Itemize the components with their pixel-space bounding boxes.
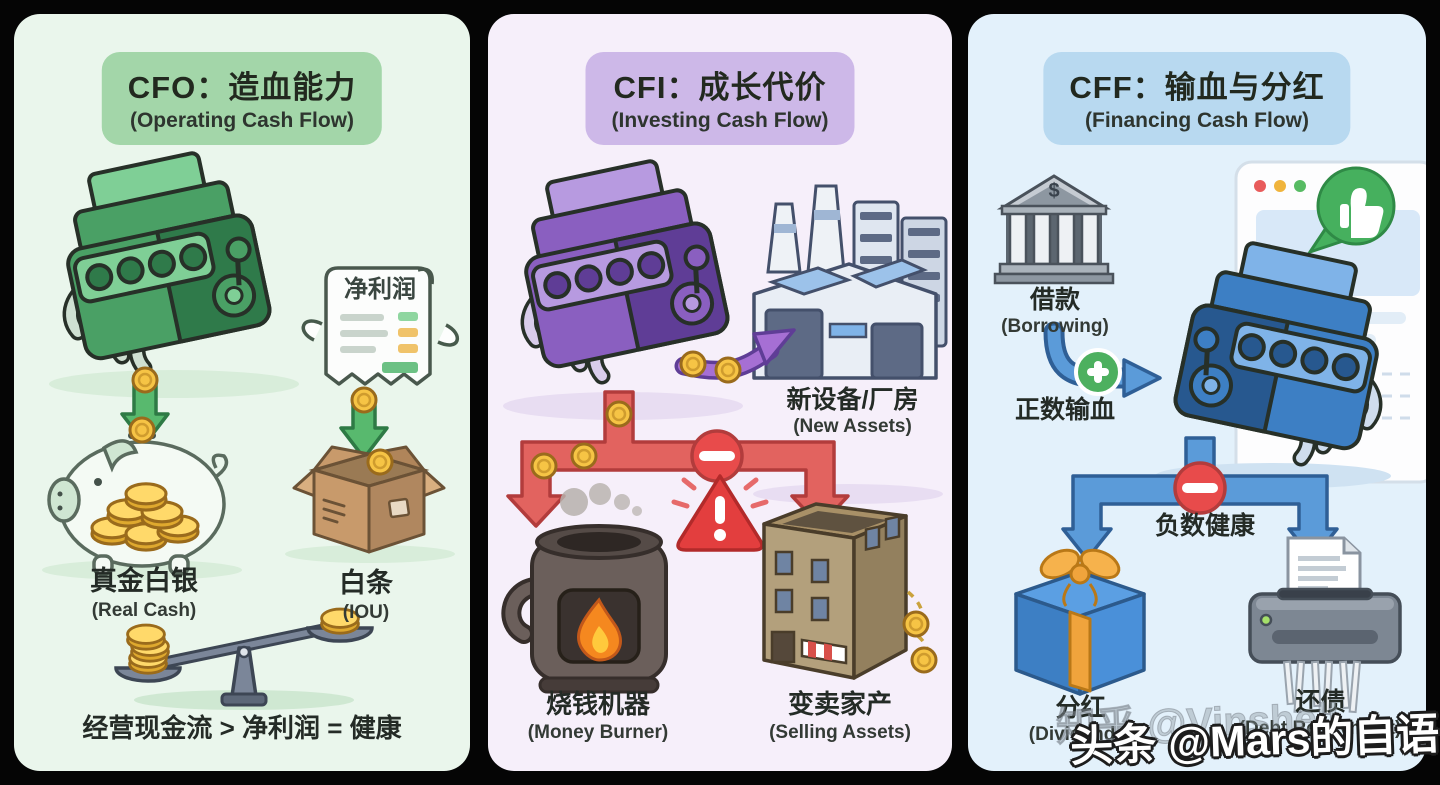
warning-icon [671,474,769,552]
panel-cff: CFF：输血与分红 (Financing Cash Flow) $ 借款 (Bo… [968,14,1426,771]
purple-engine-icon [509,152,731,376]
new-assets-label-zh: 新设备/厂房 [786,386,919,414]
iou-box-icon [292,445,446,554]
shredder-icon [1248,536,1402,716]
iou-label-en: (IOU) [342,602,390,623]
real-cash-label-zh: 真金白银 [90,566,198,596]
cfo-header: CFO：造血能力 (Operating Cash Flow) [101,52,383,145]
bank-icon [993,174,1115,285]
green-engine-icon [51,144,273,368]
selling-assets-label-zh: 变卖家产 [787,689,892,719]
balance-scale-icon [114,607,374,710]
new-assets-label-en: (New Assets) [793,416,912,437]
borrowing-label-en: (Borrowing) [1001,316,1109,337]
panel-cfi: CFI：成长代价 (Investing Cash Flow) 新设备/厂房 (N… [488,14,952,771]
cash-outflow-arrow [506,390,850,528]
minus-icon [690,429,744,483]
cfi-subtitle: (Investing Cash Flow) [611,109,829,132]
thumbs-up-icon [1306,166,1396,255]
cfi-illustration [488,14,948,694]
cfo-illustration [42,14,459,710]
net-profit-receipt-icon [301,266,459,386]
browser-dot-green [1294,180,1306,192]
plus-icon [1074,348,1122,396]
dividends-label-en: (Dividends) [1028,724,1133,745]
positive-inflow-label: 正数输血 [1014,396,1115,424]
bank-dollar-label: $ [1048,180,1060,202]
factory-icon [752,184,948,380]
debt-label-zh: 还债 [1295,688,1346,716]
money-burner-label-en: (Money Burner) [527,722,669,743]
cfo-title: CFO：造血能力 [127,70,357,105]
minus-icon [1173,461,1227,515]
selling-assets-label-en: (Selling Assets) [769,722,911,743]
cff-subtitle: (Financing Cash Flow) [1084,109,1309,132]
profit-to-box-arrow [339,386,389,460]
cff-header: CFF：输血与分红 (Financing Cash Flow) [1043,52,1351,145]
cfo-formula: 经营现金流 > 净利润 = 健康 [82,713,402,743]
cff-illustration [993,160,1426,716]
cff-title: CFF：输血与分红 [1069,70,1325,105]
debt-label-en: (Debt Repayment) [1238,718,1402,739]
browser-dot-yellow [1274,180,1286,192]
money-burner-label-zh: 烧钱机器 [545,689,650,719]
cfo-subtitle: (Operating Cash Flow) [129,109,354,132]
cfi-title: CFI：成长代价 [613,70,827,105]
cfi-header: CFI：成长代价 (Investing Cash Flow) [585,52,855,145]
receipt-title-label: 净利润 [344,276,416,303]
negative-healthy-label: 负数健康 [1154,512,1255,540]
real-cash-label-en: (Real Cash) [91,600,197,621]
building-icon [762,502,938,680]
gift-icon [1014,548,1146,696]
piggy-bank-icon [47,416,229,576]
borrowing-label-zh: 借款 [1029,286,1080,314]
furnace-icon [501,483,668,694]
panel-cfo: CFO：造血能力 (Operating Cash Flow) 净利润 真金白银 … [14,14,470,771]
dividends-label-zh: 分红 [1055,694,1106,722]
browser-dot-red [1254,180,1266,192]
iou-label-zh: 白条 [339,568,393,598]
invest-arrow [674,328,796,384]
